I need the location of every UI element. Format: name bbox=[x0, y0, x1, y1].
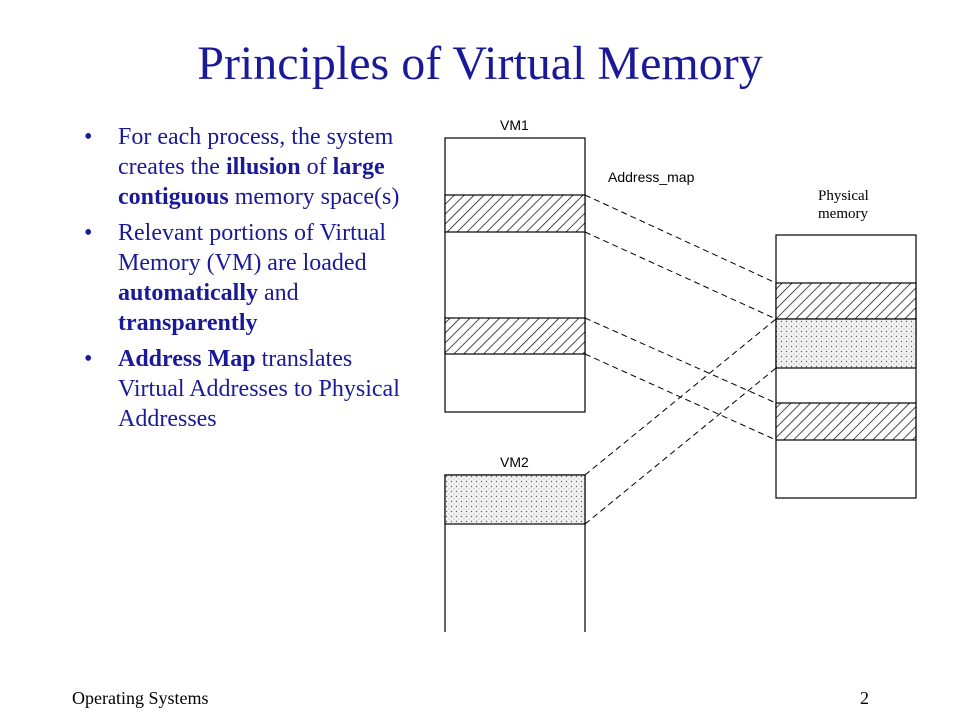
map-line-vm1-r2-top bbox=[584, 317, 777, 404]
map-line-vm1-r1-top bbox=[584, 194, 777, 284]
bullet-text-emphasis: automatically bbox=[118, 280, 258, 306]
vm1-region-2 bbox=[444, 317, 586, 355]
bullet-dot-icon: • bbox=[84, 220, 93, 246]
bullet-text-emphasis: large contiguous bbox=[118, 154, 385, 210]
bullet-text-emphasis: Address Map bbox=[118, 346, 256, 372]
bullet-item: • For each process, the system creates th… bbox=[84, 122, 424, 212]
footer-page-number: 2 bbox=[860, 688, 869, 708]
vm2-label: VM2 bbox=[500, 454, 529, 470]
physical-frame-1 bbox=[775, 282, 917, 320]
map-line-vm2-top bbox=[584, 318, 777, 476]
bullet-text: Relevant portions of Virtual Memory (VM)… bbox=[118, 220, 387, 276]
bullet-text: translates Virtual Addresses to Physical… bbox=[118, 346, 400, 432]
bullet-dot-icon: • bbox=[84, 124, 93, 150]
physical-memory-label-line1: Physical bbox=[818, 188, 869, 204]
bullet-text: and bbox=[257, 280, 299, 306]
bullet-text-emphasis: illusion bbox=[225, 154, 301, 180]
vm1-region-1 bbox=[444, 194, 586, 233]
bullet-text: memory space(s) bbox=[228, 184, 400, 210]
bullet-text: of bbox=[300, 154, 333, 180]
bullet-text: For each process, the system creates the bbox=[118, 124, 394, 180]
vm1-label: VM1 bbox=[500, 117, 529, 133]
map-line-vm2-bottom bbox=[584, 367, 777, 525]
footer-course: Operating Systems bbox=[72, 688, 209, 708]
map-line-vm1-r1-bottom bbox=[584, 231, 777, 320]
vm2-region bbox=[444, 474, 586, 525]
physical-memory-label-line2: memory bbox=[818, 206, 868, 222]
bullet-text-emphasis: transparently bbox=[118, 310, 258, 336]
virtual-memory-diagram: VM1 VM2 Address_map Physical memory bbox=[444, 117, 917, 632]
physical-frame-3 bbox=[775, 402, 917, 441]
bullet-dot-icon: • bbox=[84, 346, 93, 372]
slide-title: Principles of Virtual Memory bbox=[197, 37, 763, 90]
physical-frame-2 bbox=[775, 318, 917, 369]
bullet-list: • For each process, the system creates th… bbox=[84, 122, 424, 440]
address-map-lines bbox=[584, 194, 777, 525]
bullet-item: • Relevant portions of Virtual Memory (VM… bbox=[84, 218, 424, 338]
bullet-item: • Address Map translates Virtual Addresse… bbox=[84, 344, 424, 434]
vm1-block bbox=[444, 137, 586, 413]
address-map-label: Address_map bbox=[608, 169, 695, 185]
